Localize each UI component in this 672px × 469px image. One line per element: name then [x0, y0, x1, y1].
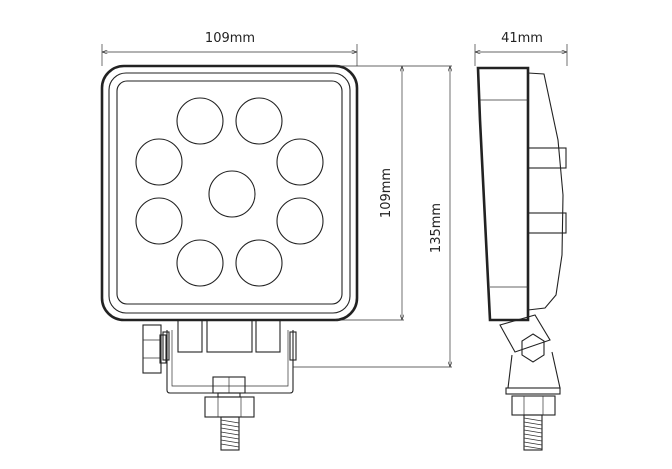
bolt-assembly [204, 376, 255, 451]
bolt-thread [523, 429, 543, 434]
overall-height-label: 135mm [429, 203, 444, 253]
led-lens [235, 97, 283, 145]
led-group [135, 97, 324, 287]
led-lens [135, 197, 183, 245]
width-label: 109mm [205, 31, 255, 46]
bolt-thread [220, 427, 240, 432]
led-lens [135, 138, 183, 186]
dimension-width: 109mm [101, 31, 358, 66]
bolt-thread [220, 431, 240, 436]
bolt-thread [220, 423, 240, 428]
dimension-overall-height: 135mm [293, 66, 452, 368]
bolt-thread [220, 419, 240, 424]
bolt-thread [523, 421, 543, 426]
side-bracket-base [507, 351, 561, 389]
bolt-thread [220, 435, 240, 440]
bolt-thread [523, 417, 543, 422]
led-lens [176, 97, 224, 145]
dimension-height: 109mm [335, 65, 452, 321]
housing-outer [100, 64, 359, 322]
side-tab-top [527, 147, 567, 169]
led-lens [276, 197, 324, 245]
led-lens [276, 138, 324, 186]
side-tab-bottom [527, 212, 567, 234]
lens-face [116, 80, 343, 305]
side-lens [527, 72, 564, 311]
housing-inner-rim [108, 72, 351, 314]
mount-bracket [162, 319, 297, 394]
side-nut [142, 324, 167, 374]
led-lens [235, 239, 283, 287]
side-bracket [499, 314, 551, 353]
bolt-thread [220, 443, 240, 448]
side-housing [476, 66, 530, 322]
side-view: 41mm [474, 31, 568, 451]
front-view [100, 64, 359, 451]
bolt-thread [220, 439, 240, 444]
depth-label: 41mm [501, 31, 543, 46]
bolt-thread [523, 445, 543, 450]
height-label: 109mm [379, 168, 394, 218]
bolt-thread [523, 441, 543, 446]
bolt-thread [523, 433, 543, 438]
led-lens [208, 170, 256, 218]
bolt-thread [523, 425, 543, 430]
led-lens [176, 239, 224, 287]
bolt-thread [523, 437, 543, 442]
side-hex-nut [521, 333, 545, 363]
